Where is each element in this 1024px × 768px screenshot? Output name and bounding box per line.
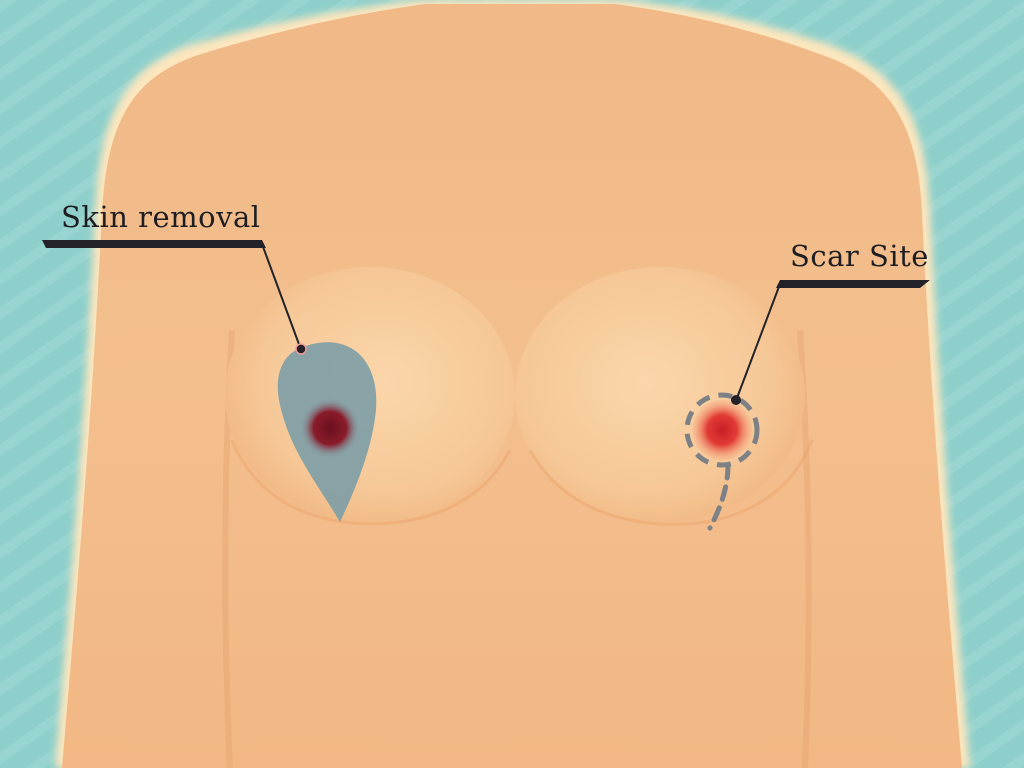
right-breast [515, 267, 805, 523]
scar-site-leader [731, 280, 930, 405]
nipple-marker [300, 398, 360, 458]
skin-removal-label: Skin removal [61, 200, 261, 234]
scar-site-label: Scar Site [790, 239, 929, 273]
incision-line [707, 462, 731, 531]
left-breast-underline [230, 439, 512, 526]
skin-removal-leader [42, 240, 307, 355]
scar-circle-marker [692, 400, 752, 460]
scar-dashed-outline [684, 392, 760, 468]
right-breast-underline [528, 439, 814, 526]
